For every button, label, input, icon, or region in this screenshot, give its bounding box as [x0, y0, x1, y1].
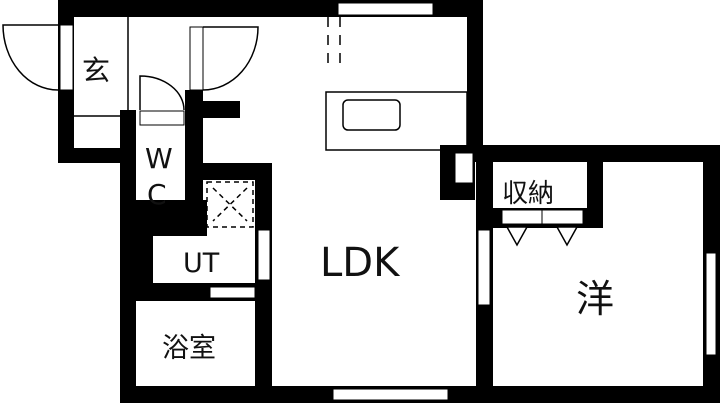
notch-closet	[454, 152, 474, 184]
openings	[59, 2, 717, 401]
washer-space	[206, 181, 254, 228]
storage-door-triangle-1	[505, 226, 529, 247]
door-frame-entrance	[59, 24, 74, 91]
window-kitchen-top	[337, 2, 434, 16]
wall-wc-right	[185, 90, 203, 200]
storage-door-right	[541, 209, 584, 225]
fixtures	[2, 17, 579, 247]
wall-stub	[203, 101, 240, 118]
wall-ut-top	[136, 200, 207, 236]
door-swing-inner	[202, 26, 259, 91]
wall-ldk-right-upper	[467, 0, 483, 150]
label-wc-w: W	[145, 142, 173, 175]
wall-yo-top	[467, 145, 720, 162]
sink	[342, 99, 401, 131]
wall-entrance-bottom	[58, 148, 135, 163]
label-wc-c: C	[147, 178, 167, 211]
storage-door-left	[501, 209, 543, 225]
label-storage: 収納	[502, 179, 554, 209]
door-ut	[257, 229, 271, 281]
label-bathroom: 浴室	[162, 333, 216, 364]
wc-door-threshold	[139, 110, 185, 126]
kitchen-counter	[325, 91, 468, 151]
window-yo-right	[705, 252, 717, 356]
label-western-room: 洋	[576, 277, 614, 321]
door-swing-entrance	[2, 24, 59, 91]
wall-wc-bottom	[185, 163, 272, 180]
window-ldk-yo	[477, 229, 491, 306]
door-frame-entrance-inner	[189, 26, 204, 91]
washer-x-2	[212, 187, 248, 222]
washer-x-1	[212, 187, 248, 222]
label-entrance: 玄	[82, 54, 110, 87]
label-utility: UT	[183, 248, 220, 279]
label-ldk: LDK	[320, 240, 401, 286]
window-ldk-bottom	[332, 388, 449, 401]
door-swing-wc	[139, 75, 185, 111]
storage-door-triangle-2	[555, 226, 579, 247]
door-bath	[209, 286, 256, 299]
room-labels: 玄 W C UT 浴室 LDK 収納 洋	[82, 54, 614, 364]
